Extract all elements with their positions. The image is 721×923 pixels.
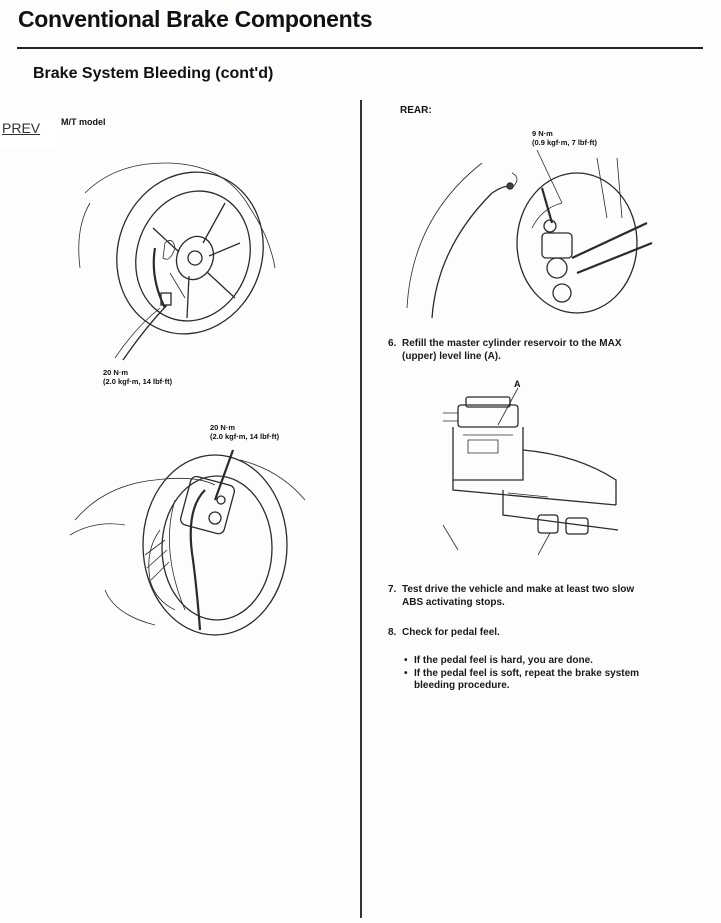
bullet-text: If the pedal feel is hard, you are done. [414, 655, 593, 666]
step-number: 6. [388, 338, 397, 349]
bullet-item: • If the pedal feel is soft, repeat the … [404, 668, 694, 693]
master-cylinder-reservoir-illustration [442, 387, 619, 555]
step-8-bullet-list: • If the pedal feel is hard, you are don… [404, 655, 694, 693]
title-rule [17, 47, 703, 49]
step-text-continued: (upper) level line (A). [402, 351, 501, 362]
torque-label-rear: 9 N·m (0.9 kgf·m, 7 lbf·ft) [532, 129, 597, 147]
torque-value: 20 N·m [103, 368, 129, 377]
step-7: 7. Test drive the vehicle and make at lea… [388, 583, 688, 609]
torque-conversion: (2.0 kgf·m, 14 lbf·ft) [210, 432, 280, 441]
model-label: M/T model [61, 117, 106, 127]
rear-brake-illustration [406, 149, 653, 319]
step-text-continued: ABS activating stops. [402, 597, 505, 608]
front-caliper-illustration [69, 449, 306, 636]
torque-conversion: (0.9 kgf·m, 7 lbf·ft) [532, 138, 597, 147]
rear-label: REAR: [400, 105, 432, 116]
front-wheel-illustration [78, 162, 276, 361]
section-title: Conventional Brake Components [18, 6, 373, 32]
step-text: Test drive the vehicle and make at least… [402, 584, 635, 595]
bullet-marker: • [404, 655, 408, 666]
bullet-text-continued: bleeding procedure. [414, 680, 510, 691]
step-text: Check for pedal feel. [402, 627, 500, 638]
step-text: Refill the master cylinder reservoir to … [402, 338, 622, 349]
bullet-text: If the pedal feel is soft, repeat the br… [414, 667, 640, 679]
torque-value: 20 N·m [210, 423, 236, 432]
torque-label-front-upper: 20 N·m (2.0 kgf·m, 14 lbf·ft) [103, 368, 172, 386]
step-number: 7. [388, 584, 397, 595]
torque-value: 9 N·m [532, 129, 553, 138]
page-subtitle: Brake System Bleeding (cont'd) [33, 65, 274, 82]
column-divider [360, 100, 362, 918]
step-6: 6. Refill the master cylinder reservoir t… [388, 337, 688, 363]
step-number: 8. [388, 627, 397, 638]
callout-a-label: A [514, 379, 521, 389]
torque-label-front-lower: 20 N·m (2.0 kgf·m, 14 lbf·ft) [210, 423, 279, 441]
prev-page-link[interactable]: PREV [0, 113, 58, 147]
bullet-item: • If the pedal feel is hard, you are don… [404, 655, 694, 668]
torque-conversion: (2.0 kgf·m, 14 lbf·ft) [103, 377, 173, 386]
step-8: 8. Check for pedal feel. [388, 626, 688, 639]
bullet-text-group: If the pedal feel is soft, repeat the br… [414, 668, 639, 693]
bullet-marker: • [404, 667, 408, 679]
